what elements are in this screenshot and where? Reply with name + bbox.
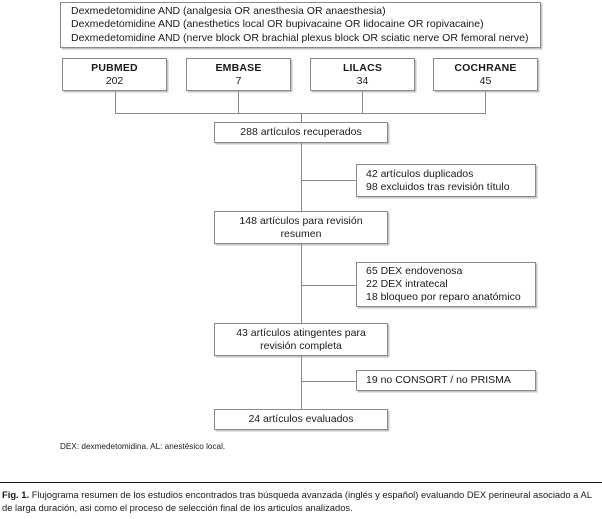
exclusion-box-dex-route: 65 DEX endovenosa 22 DEX intratecal 18 b… <box>356 262 536 307</box>
database-count-pubmed: 202 <box>105 75 124 87</box>
database-box-pubmed: PUBMED 202 <box>62 58 167 91</box>
stage-box-retrieved: 288 artículos recuperados <box>214 122 388 143</box>
connector-lilacs-down <box>362 91 363 114</box>
database-name-pubmed: PUBMED <box>91 62 138 74</box>
stage-label-retrieved: 288 artículos recuperados <box>240 126 362 138</box>
stage-label-evaluated: 24 artículos evaluados <box>248 413 354 425</box>
database-count-cochrane: 45 <box>479 75 492 87</box>
connector-database-bus <box>115 113 486 114</box>
exclusion-dex-line-2: 22 DEX intratecal <box>366 278 448 290</box>
connector-full-to-evaluated <box>301 356 302 410</box>
connector-branch-dex-route <box>301 285 357 286</box>
connector-pubmed-down <box>115 91 116 114</box>
database-box-lilacs: LILACS 34 <box>310 58 415 91</box>
database-name-cochrane: COCHRANE <box>454 62 517 74</box>
search-query-line-2: Dexmedetomidine AND (anesthetics local O… <box>71 18 484 31</box>
search-query-box: Dexmedetomidine AND (analgesia OR anesth… <box>60 2 541 48</box>
caption-divider <box>0 482 602 483</box>
search-query-line-3: Dexmedetomidine AND (nerve block OR brac… <box>71 31 529 44</box>
figure-caption: Fig. 1. Flujograma resumen de los estudi… <box>2 489 598 514</box>
exclusion-duplicates-line-1: 42 artículos duplicados <box>366 167 474 180</box>
exclusion-dex-line-3: 18 bloqueo por reparo anatómico <box>366 291 521 303</box>
exclusion-box-reporting: 19 no CONSORT / no PRISMA <box>356 370 536 391</box>
connector-embase-down <box>238 91 239 114</box>
search-query-line-1: Dexmedetomidine AND (analgesia OR anesth… <box>71 4 386 17</box>
stage-label-full-line-1: 43 artículos atingentes para <box>236 326 366 339</box>
stage-box-abstract-review: 148 artículos para revisión resumen <box>214 211 388 244</box>
connector-cochrane-down <box>485 91 486 114</box>
stage-box-full-review: 43 artículos atingentes para revisión co… <box>214 323 388 356</box>
connector-branch-reporting <box>301 381 357 382</box>
stage-label-abstract-line-1: 148 artículos para revisión <box>239 214 363 227</box>
database-name-embase: EMBASE <box>215 62 262 74</box>
database-name-lilacs: LILACS <box>342 62 383 74</box>
exclusion-duplicates-line-2: 98 excluidos tras revisión título <box>366 180 510 193</box>
stage-label-abstract-line-2: resumen <box>280 227 322 240</box>
stage-box-evaluated: 24 artículos evaluados <box>214 409 388 430</box>
connector-retrieved-to-abstract <box>301 143 302 212</box>
figure-caption-label: Fig. 1. <box>2 489 30 500</box>
figure-caption-text: Flujograma resumen de los estudios encon… <box>2 489 592 513</box>
database-count-embase: 7 <box>235 75 242 87</box>
database-box-embase: EMBASE 7 <box>186 58 291 91</box>
connector-branch-duplicates <box>301 180 357 181</box>
exclusion-reporting-line-1: 19 no CONSORT / no PRISMA <box>366 374 511 386</box>
stage-label-full-line-2: revisión completa <box>260 339 342 352</box>
database-count-lilacs: 34 <box>356 75 369 87</box>
connector-bus-to-retrieved <box>301 113 302 123</box>
connector-abstract-to-full <box>301 244 302 324</box>
figure-footnote: DEX: dexmedetomidina. AL: anestésico loc… <box>60 442 226 451</box>
database-box-cochrane: COCHRANE 45 <box>433 58 538 91</box>
exclusion-box-duplicates: 42 artículos duplicados 98 excluidos tra… <box>356 164 536 197</box>
exclusion-dex-line-1: 65 DEX endovenosa <box>366 265 463 277</box>
